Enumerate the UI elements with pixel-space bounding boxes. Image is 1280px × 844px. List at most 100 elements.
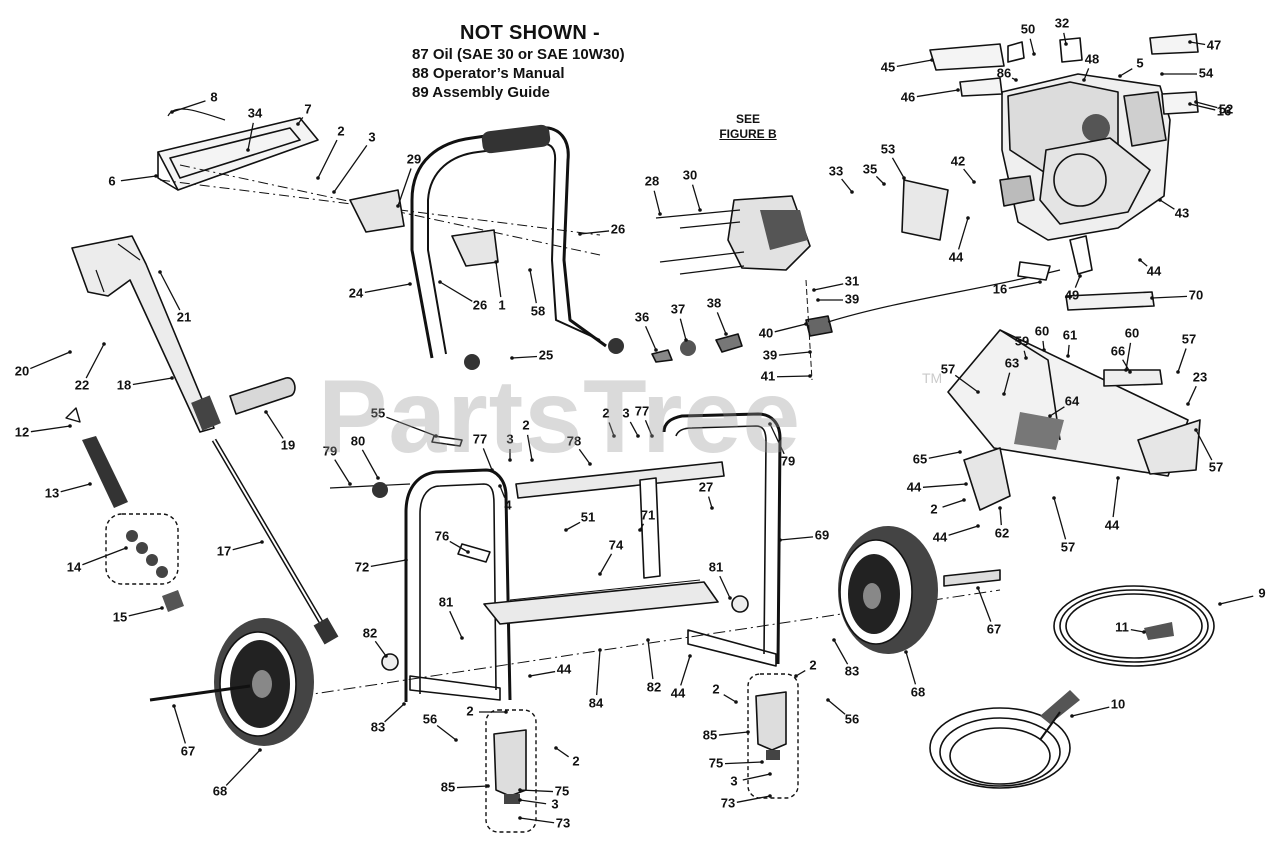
callout-arrowhead [124,546,128,550]
part-number-callout: 44 [1105,517,1120,532]
part-number-callout: 74 [609,537,624,552]
callout-arrowhead [658,212,662,216]
callout-leader [679,318,687,341]
callout-leader [247,122,254,151]
callout-leader [579,230,610,235]
part-number-callout: 18 [117,377,131,392]
part-number-callout: 21 [177,309,191,324]
callout-leader [565,521,581,531]
callout-leader [596,649,601,696]
part-number-callout: 26 [473,297,487,312]
callout-arrowhead [1188,40,1192,44]
callout-arrowhead [332,190,336,194]
callout-leader [555,747,569,758]
not-shown-item: 87 Oil (SAE 30 or SAE 10W30) [412,46,625,63]
part-number-callout: 3 [622,405,629,420]
part-number-callout: 2 [712,681,719,696]
callout-leader [1219,595,1254,605]
part-number-callout: 66 [1111,343,1125,358]
part-number-callout: 77 [635,403,649,418]
trademark-symbol: TM [922,370,943,386]
callout-arrowhead [962,498,966,502]
callout-arrowhead [296,122,300,126]
callout-arrowhead [1042,348,1046,352]
callout-leader [449,610,463,639]
callout-arrowhead [832,638,836,642]
callout-arrowhead [976,390,980,394]
callout-leader [736,795,771,803]
callout-leader [495,261,502,298]
callout-leader [30,351,71,370]
part-number-callout: 59 [1015,333,1029,348]
callout-arrowhead [768,772,772,776]
part-number-callout: 32 [1055,15,1069,30]
callout-leader [529,269,537,304]
part-number-callout: 40 [759,325,773,340]
left-foot [485,709,537,833]
callout-arrowhead [1124,368,1128,372]
part-number-callout: 53 [881,141,895,156]
part-number-callout: 67 [181,743,195,758]
part-number-callout: 27 [699,479,713,494]
callout-arrowhead [564,528,568,532]
callout-leader [1119,68,1133,77]
callout-arrowhead [1158,198,1162,202]
part-number-callout: 34 [248,105,263,120]
part-number-callout: 42 [951,153,965,168]
callout-arrowhead [408,282,412,286]
callout-leader [1122,359,1131,373]
part-number-callout: 51 [581,509,595,524]
part-number-callout: 55 [371,405,385,420]
not-shown-item: 88 Operator’s Manual [412,65,565,82]
part-number-callout: 28 [645,173,659,188]
part-number-callout: 44 [907,479,922,494]
callout-leader [769,423,785,455]
part-number-callout: 83 [371,719,385,734]
callout-arrowhead [650,434,654,438]
part-number-callout: 38 [707,295,721,310]
callout-arrowhead [808,350,812,354]
callout-leader [644,420,653,437]
garden-hose [1053,585,1215,667]
callout-arrowhead [724,332,728,336]
callout-leader [779,536,814,541]
callout-arrowhead [396,204,400,208]
part-number-callout: 56 [423,711,437,726]
part-number-callout: 19 [281,437,295,452]
see-figure-line2: FIGURE B [719,127,777,141]
part-number-callout: 31 [845,273,859,288]
callout-arrowhead [518,788,522,792]
part-number-callout: 39 [763,347,777,362]
part-number-callout: 11 [1115,619,1129,634]
callout-arrowhead [1032,52,1036,56]
callout-leader [833,639,849,665]
callout-leader [519,789,554,793]
main-frame [299,412,1001,702]
callout-arrowhead [1188,102,1192,106]
part-number-callout: 9 [1258,585,1265,600]
part-number-callout: 44 [671,685,686,700]
callout-arrowhead [384,654,388,658]
callout-leader [128,607,163,617]
part-number-callout: 3 [551,796,558,811]
part-number-callout: 61 [1063,327,1077,342]
callout-leader [1151,295,1188,299]
callout-leader [707,496,713,509]
part-number-callout: 82 [363,625,377,640]
part-number-callout: 71 [641,507,655,522]
callout-leader [85,343,105,379]
callout-leader [1189,41,1206,46]
part-number-callout: 29 [407,151,421,166]
callout-arrowhead [348,482,352,486]
callout-arrowhead [170,376,174,380]
callout-arrowhead [510,356,514,360]
part-number-callout: 73 [721,795,735,810]
callout-arrowhead [494,260,498,264]
callout-arrowhead [816,298,820,302]
part-number-callout: 72 [355,559,369,574]
callout-arrowhead [260,540,264,544]
part-number-callout: 35 [863,161,877,176]
callout-leader [1189,103,1216,111]
callout-leader [963,168,975,183]
callout-arrowhead [376,476,380,480]
